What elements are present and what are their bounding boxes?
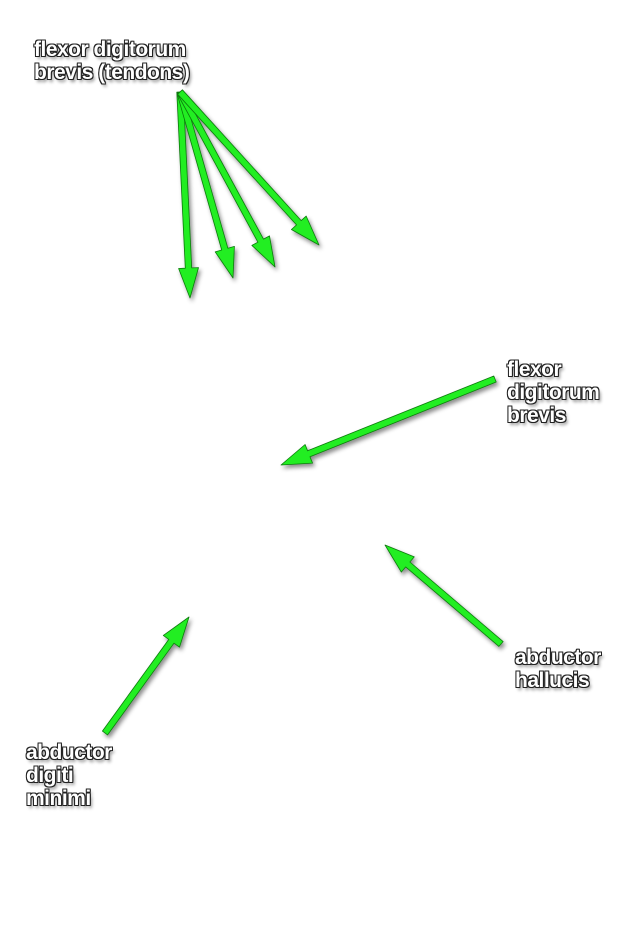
label-flexor-digitorum-brevis: flexor digitorum brevis bbox=[507, 358, 600, 427]
label-line: digitorum bbox=[507, 381, 600, 404]
label-line: flexor bbox=[507, 358, 562, 381]
label-abductor-digiti-minimi: abductor digiti minimi bbox=[26, 741, 112, 810]
label-line: minimi bbox=[26, 787, 91, 810]
label-line: digiti bbox=[26, 764, 74, 787]
label-line: abductor bbox=[26, 741, 112, 764]
label-line: flexor digitorum bbox=[34, 38, 186, 61]
arrow-flexor-digitorum-brevis bbox=[280, 375, 497, 466]
label-line: brevis bbox=[507, 404, 566, 427]
label-abductor-hallucis: abductor hallucis bbox=[515, 646, 601, 692]
arrow-tendon-4 bbox=[177, 89, 320, 246]
label-flexor-digitorum-brevis-tendons: flexor digitorum brevis (tendons) bbox=[34, 38, 190, 84]
arrow-abductor-hallucis bbox=[384, 544, 504, 647]
arrow-abductor-digiti-minimi bbox=[102, 616, 190, 736]
label-line: abductor bbox=[515, 646, 601, 669]
label-line: brevis (tendons) bbox=[34, 61, 190, 84]
label-line: hallucis bbox=[515, 669, 590, 692]
